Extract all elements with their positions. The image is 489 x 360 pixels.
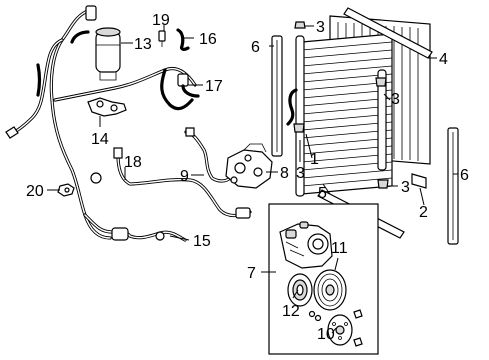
callout-15: 15 (193, 233, 211, 250)
fitting (85, 5, 97, 21)
fitting (113, 147, 123, 159)
cushion (294, 21, 306, 29)
callout-3-bottom-right: 3 (401, 179, 410, 196)
callout-19: 19 (152, 12, 170, 29)
bolt (353, 309, 363, 319)
block-fitting (177, 73, 200, 98)
fitting (90, 172, 102, 184)
cushion (293, 123, 305, 133)
callout-3-right: 3 (391, 91, 400, 108)
callout-7: 7 (247, 265, 256, 282)
fitting (5, 126, 19, 139)
shim (314, 314, 322, 322)
callout-3-bottom-left: 3 (296, 165, 305, 182)
leader-lines (47, 25, 458, 334)
clutch-plate (327, 314, 353, 346)
callout-10: 10 (317, 326, 335, 343)
compressor (279, 221, 333, 269)
callout-13: 13 (134, 36, 152, 53)
callout-4: 4 (439, 51, 448, 68)
callout-8: 8 (280, 165, 289, 182)
callout-1: 1 (310, 151, 319, 168)
callout-6-left: 6 (251, 39, 260, 56)
callout-14: 14 (91, 131, 109, 148)
compressor-inset (268, 203, 379, 355)
callout-18: 18 (124, 154, 142, 171)
ac-hose-assembly (5, 5, 252, 242)
condenser (271, 7, 459, 245)
callout-2: 2 (419, 204, 428, 221)
pressure-switch (158, 30, 166, 47)
cushion (377, 179, 389, 189)
clutch-coil (287, 273, 313, 307)
callout-6-right: 6 (460, 167, 469, 184)
bracket (87, 97, 127, 117)
compressor-bracket (225, 143, 273, 189)
fitting (155, 231, 165, 241)
hose-clip (176, 28, 190, 51)
callout-12: 12 (282, 303, 300, 320)
callout-9: 9 (180, 168, 189, 185)
callout-16: 16 (199, 31, 217, 48)
clutch-pulley (313, 269, 347, 311)
o-ring (57, 183, 75, 197)
callout-3-top: 3 (316, 19, 325, 36)
cushion (375, 77, 387, 87)
fitting (235, 207, 251, 219)
callout-11: 11 (331, 240, 348, 257)
callout-5: 5 (318, 185, 327, 202)
shim (308, 310, 316, 318)
callout-labels: 13 19 16 17 14 18 9 8 20 15 3 6 4 3 1 3 … (26, 12, 469, 343)
line-bracket (184, 127, 232, 183)
nut (353, 337, 363, 347)
callout-20: 20 (26, 183, 44, 200)
callout-17: 17 (205, 78, 223, 95)
accumulator-drier (95, 27, 121, 81)
fitting (111, 227, 129, 241)
